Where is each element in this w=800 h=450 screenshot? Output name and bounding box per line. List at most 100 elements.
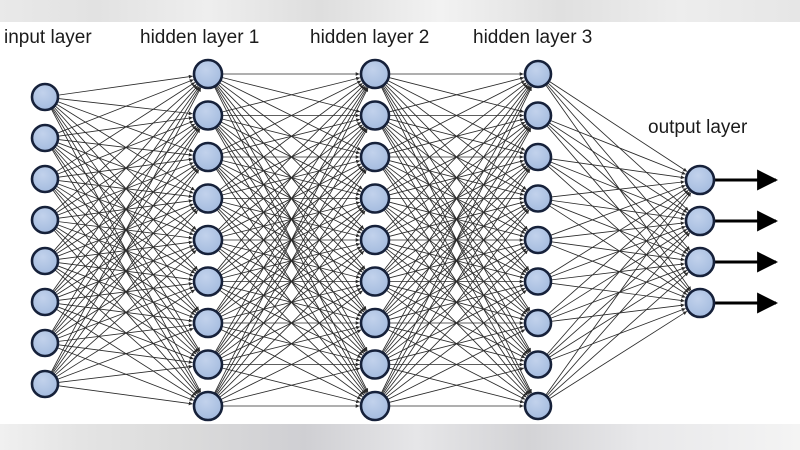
connection-edge — [216, 85, 366, 271]
connection-edge — [214, 87, 369, 394]
connection-edge — [381, 86, 532, 394]
connection-edge — [220, 80, 362, 151]
neuron-node-input-4 — [30, 205, 60, 235]
neuron-node-hidden3-4 — [523, 184, 553, 213]
connection-edge — [382, 168, 531, 395]
connection-edge — [549, 205, 688, 295]
connection-edge — [546, 125, 691, 292]
connection-edge — [51, 87, 201, 332]
neuron-node-output-3 — [684, 246, 716, 278]
connection-edge — [549, 269, 688, 358]
connection-edge — [550, 203, 686, 257]
connection-edge — [382, 85, 531, 312]
connection-edge — [217, 84, 365, 231]
neuron-node-hidden2-2 — [359, 100, 391, 131]
neuron-node-hidden3-7 — [523, 308, 553, 338]
connection-edge — [388, 76, 525, 113]
neuron-nodes — [30, 58, 716, 422]
connection-edge — [384, 250, 529, 396]
neuron-node-hidden1-4 — [192, 183, 224, 214]
top-gradient-band — [0, 0, 800, 22]
connection-edge — [386, 289, 527, 398]
connection-edge — [50, 87, 202, 373]
connection-edge — [551, 303, 685, 322]
neuron-node-input-8 — [30, 369, 60, 399]
connection-edge — [219, 82, 363, 191]
bottom-gradient-band — [0, 424, 800, 450]
connection-edge — [57, 79, 194, 134]
connection-edge — [550, 225, 686, 278]
connection-edge — [551, 241, 685, 262]
connection-edge — [58, 385, 193, 406]
connection-edge — [387, 329, 526, 400]
neuron-node-hidden3-5 — [523, 225, 553, 255]
connection-edge — [387, 80, 526, 151]
neuron-node-hidden1-7 — [192, 307, 224, 339]
connection-edge — [219, 290, 363, 398]
connection-edge — [551, 282, 685, 303]
connection-edge — [549, 81, 688, 172]
neuron-node-output-1 — [684, 164, 716, 196]
connection-edge — [52, 86, 200, 292]
neuron-node-output-4 — [684, 287, 716, 319]
connection-edge — [58, 74, 193, 96]
neuron-node-hidden2-5 — [359, 224, 391, 256]
neuron-node-hidden2-3 — [359, 141, 391, 173]
neuron-node-input-3 — [30, 164, 60, 194]
connection-edge — [57, 327, 194, 380]
neuron-node-input-6 — [30, 287, 60, 317]
connection-edge — [547, 124, 689, 252]
neuron-node-hidden1-8 — [192, 349, 224, 380]
neuron-node-hidden2-1 — [359, 58, 391, 90]
connection-edge — [549, 187, 688, 275]
connection-edge — [550, 308, 686, 361]
connection-edge — [550, 184, 686, 236]
neuron-node-hidden2-9 — [359, 390, 391, 422]
connection-edge — [549, 163, 688, 254]
connection-edge — [221, 367, 361, 403]
connection-edge — [545, 192, 692, 396]
connection-edge — [51, 128, 201, 373]
connection-edge — [54, 249, 197, 376]
connection-edge — [215, 169, 367, 395]
connection-edge — [381, 86, 532, 353]
connection-edge — [215, 86, 367, 312]
neuron-node-hidden3-1 — [523, 59, 553, 89]
connection-edge — [216, 210, 366, 395]
neuron-node-hidden1-5 — [192, 224, 224, 256]
label-hidden-layer-1: hidden layer 1 — [140, 27, 260, 48]
connection-edge — [547, 165, 689, 293]
output-arrows — [714, 169, 779, 314]
connection-edge — [550, 267, 686, 319]
connection-edge — [551, 199, 685, 221]
connection-edges — [50, 72, 692, 408]
neuron-node-hidden3-8 — [523, 350, 553, 379]
neuron-node-output-2 — [684, 205, 716, 237]
neuron-node-input-1 — [30, 82, 60, 112]
connection-edge — [551, 221, 685, 239]
neuron-node-hidden2-8 — [359, 349, 391, 380]
connection-edge — [546, 83, 691, 251]
connection-edge — [550, 120, 686, 175]
connection-edge — [52, 169, 200, 374]
neuron-node-hidden1-6 — [192, 266, 224, 297]
neuron-node-hidden3-3 — [523, 142, 553, 172]
connection-edge — [54, 84, 197, 212]
connection-edge — [549, 228, 688, 317]
connection-edge — [56, 289, 196, 378]
connection-edge — [56, 82, 196, 173]
connection-edge — [53, 85, 199, 252]
connection-edge — [546, 232, 691, 397]
connection-edge — [220, 329, 362, 400]
connection-edge — [551, 158, 685, 180]
neuron-node-hidden2-7 — [359, 307, 391, 339]
connection-edge — [388, 367, 525, 403]
label-hidden-layer-3: hidden layer 3 — [473, 27, 593, 48]
connection-edge — [551, 262, 685, 281]
connection-edge — [547, 189, 689, 315]
connection-edge — [383, 85, 530, 271]
connection-edge — [550, 161, 686, 216]
neuron-node-input-2 — [30, 123, 60, 153]
